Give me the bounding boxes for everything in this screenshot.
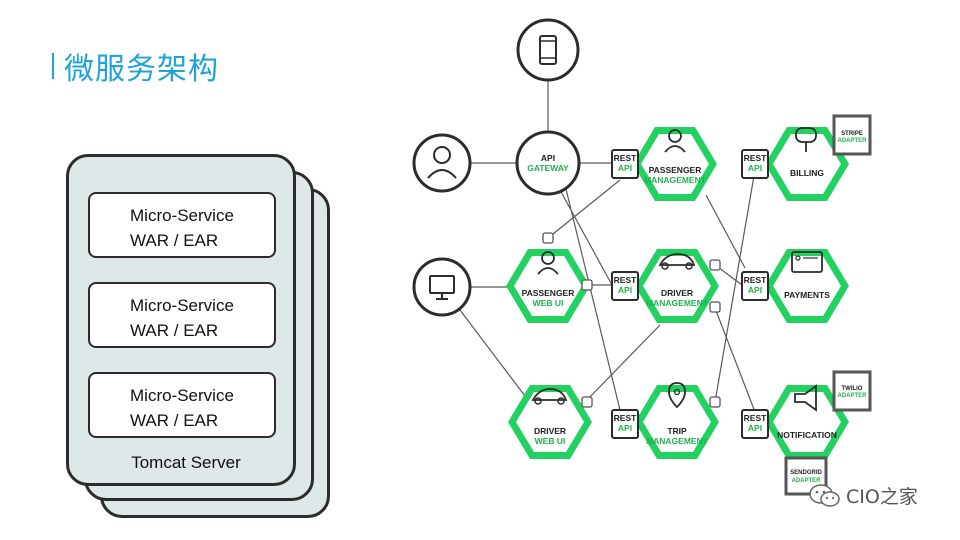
svg-text:BILLING: BILLING	[790, 168, 824, 178]
rest-api-badge: REST API	[741, 149, 769, 179]
micro-service-box: Micro-Service WAR / EAR	[88, 192, 276, 258]
svg-text:PASSENGER: PASSENGER	[522, 288, 575, 298]
user-icon	[433, 146, 451, 164]
war-ear-label: WAR / EAR	[130, 321, 219, 340]
svg-text:REST: REST	[614, 153, 637, 163]
watermark-text: CIO之家	[846, 486, 918, 508]
svg-text:REST: REST	[744, 413, 767, 423]
passenger-web-ui-service: PASSENGER WEB UI	[506, 232, 593, 323]
driver-web-ui-service: DRIVER WEB UI	[508, 385, 593, 459]
phone-icon	[539, 35, 557, 65]
tomcat-server-label: Tomcat Server	[131, 453, 241, 472]
svg-text:GATEWAY: GATEWAY	[527, 163, 569, 173]
svg-text:ADAPTER: ADAPTER	[837, 393, 867, 399]
svg-text:MANAGEMENT: MANAGEMENT	[646, 298, 709, 308]
connection-lines	[459, 80, 756, 416]
passenger-management-service: PASSENGER MANAGEMENT	[633, 127, 717, 201]
svg-text:REST: REST	[614, 413, 637, 423]
megaphone-icon	[794, 384, 817, 412]
rest-api-badge: REST API	[741, 271, 769, 301]
svg-text:API: API	[748, 285, 762, 295]
twilio-adapter: TWILIO ADAPTER	[832, 370, 872, 412]
micro-service-label: Micro-Service	[130, 386, 234, 405]
svg-text:PAYMENTS: PAYMENTS	[784, 290, 830, 300]
micro-service-box: Micro-Service WAR / EAR	[88, 372, 276, 438]
api-gateway: API GATEWAY	[515, 130, 581, 196]
location-pin-icon	[668, 382, 686, 409]
user-client	[412, 133, 472, 193]
user-icon	[668, 129, 682, 143]
mobile-client	[516, 18, 580, 82]
desktop-client	[412, 257, 472, 317]
svg-text:MANAGEMENT: MANAGEMENT	[646, 436, 709, 446]
wechat-icon	[809, 483, 840, 507]
svg-text:WEB UI: WEB UI	[535, 436, 566, 446]
trip-management-service: TRIP MANAGEMENT	[635, 382, 721, 459]
svg-text:API: API	[618, 423, 632, 433]
svg-text:API: API	[618, 285, 632, 295]
title-accent-bar	[52, 53, 54, 79]
war-ear-label: WAR / EAR	[130, 231, 219, 250]
micro-service-label: Micro-Service	[130, 296, 234, 315]
svg-text:API: API	[618, 163, 632, 173]
war-ear-label: WAR / EAR	[130, 411, 219, 430]
svg-text:API: API	[748, 423, 762, 433]
driver-management-service: DRIVER MANAGEMENT	[635, 249, 721, 323]
svg-text:API: API	[748, 163, 762, 173]
billing-service: BILLING	[765, 127, 849, 201]
svg-text:ADAPTER: ADAPTER	[791, 478, 821, 484]
svg-text:REST: REST	[744, 275, 767, 285]
svg-text:SENDGRID: SENDGRID	[790, 470, 822, 476]
stripe-adapter: STRIPE ADAPTER	[832, 114, 872, 156]
watermark: CIO之家	[808, 482, 918, 509]
svg-text:PASSENGER: PASSENGER	[649, 165, 702, 175]
user-icon	[541, 251, 555, 265]
card-icon	[791, 251, 823, 273]
page-title: 微服务架构	[52, 46, 219, 87]
svg-text:ADAPTER: ADAPTER	[837, 138, 867, 144]
svg-text:DRIVER: DRIVER	[661, 288, 693, 298]
rest-api-badge: REST API	[741, 409, 769, 439]
rest-api-badge: REST API	[611, 149, 639, 179]
svg-text:STRIPE: STRIPE	[841, 131, 863, 137]
title-text: 微服务架构	[64, 52, 219, 87]
micro-service-label: Micro-Service	[130, 206, 234, 225]
payments-service: PAYMENTS	[765, 249, 849, 323]
svg-text:REST: REST	[614, 275, 637, 285]
svg-text:TRIP: TRIP	[667, 426, 687, 436]
svg-text:NOTIFICATION: NOTIFICATION	[777, 430, 837, 440]
svg-text:API: API	[541, 153, 555, 163]
svg-text:MANAGEMENT: MANAGEMENT	[644, 175, 707, 185]
notification-service: NOTIFICATION	[765, 384, 849, 459]
svg-text:WEB UI: WEB UI	[533, 298, 564, 308]
svg-text:DRIVER: DRIVER	[534, 426, 566, 436]
car-icon	[658, 253, 696, 266]
svg-text:TWILIO: TWILIO	[842, 386, 863, 392]
svg-text:REST: REST	[744, 153, 767, 163]
micro-service-box: Micro-Service WAR / EAR	[88, 282, 276, 348]
sendgrid-adapter: SENDGRID ADAPTER	[784, 456, 828, 496]
rest-api-badge: REST API	[611, 409, 639, 439]
car-icon	[531, 388, 568, 401]
rest-api-badge: REST API	[611, 271, 639, 301]
